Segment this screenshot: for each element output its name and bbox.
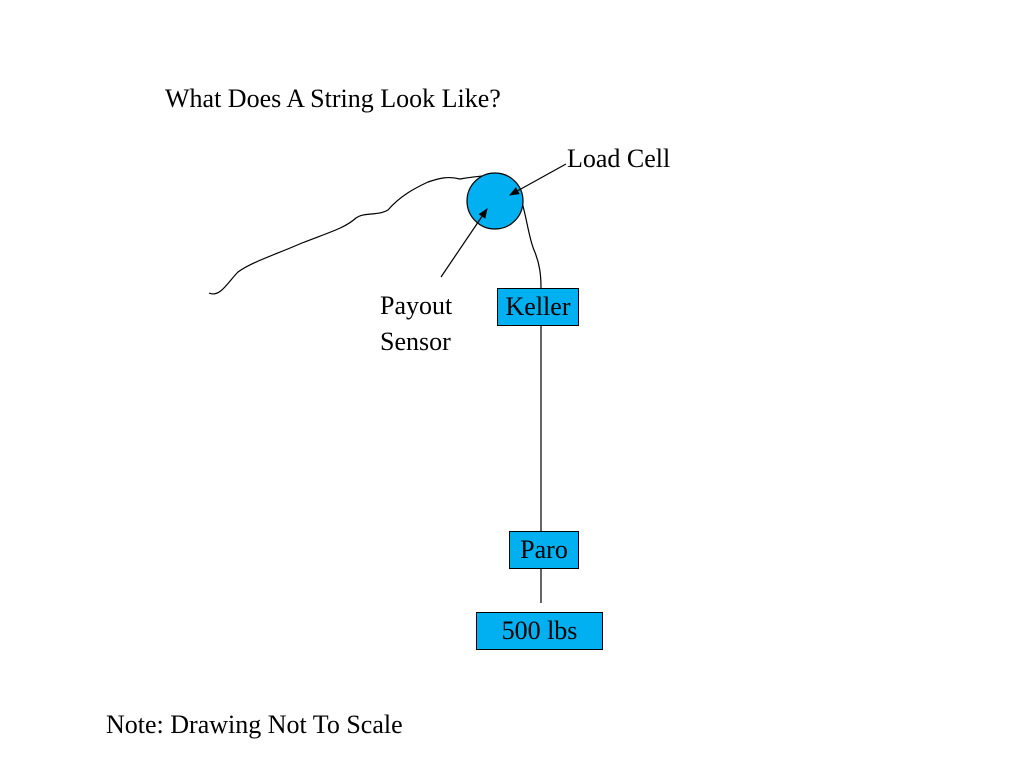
payout-sensor-label-line2: Sensor [380,327,451,356]
string-cable [208,175,542,295]
payout-sensor-arrow [440,208,488,278]
scale-note: Note: Drawing Not To Scale [106,710,403,739]
pulley-circle [466,172,524,230]
load-cell-label: Load Cell [567,144,671,173]
keller-sensor-box: Keller [497,288,579,326]
paro-sensor-box: Paro [509,531,579,569]
page-title: What Does A String Look Like? [165,84,501,113]
weight-box: 500 lbs [476,612,603,650]
payout-sensor-label-line1: Payout [380,291,453,320]
load-cell-arrow [509,163,567,196]
payout-sensor-label: Payout Sensor [380,288,452,360]
